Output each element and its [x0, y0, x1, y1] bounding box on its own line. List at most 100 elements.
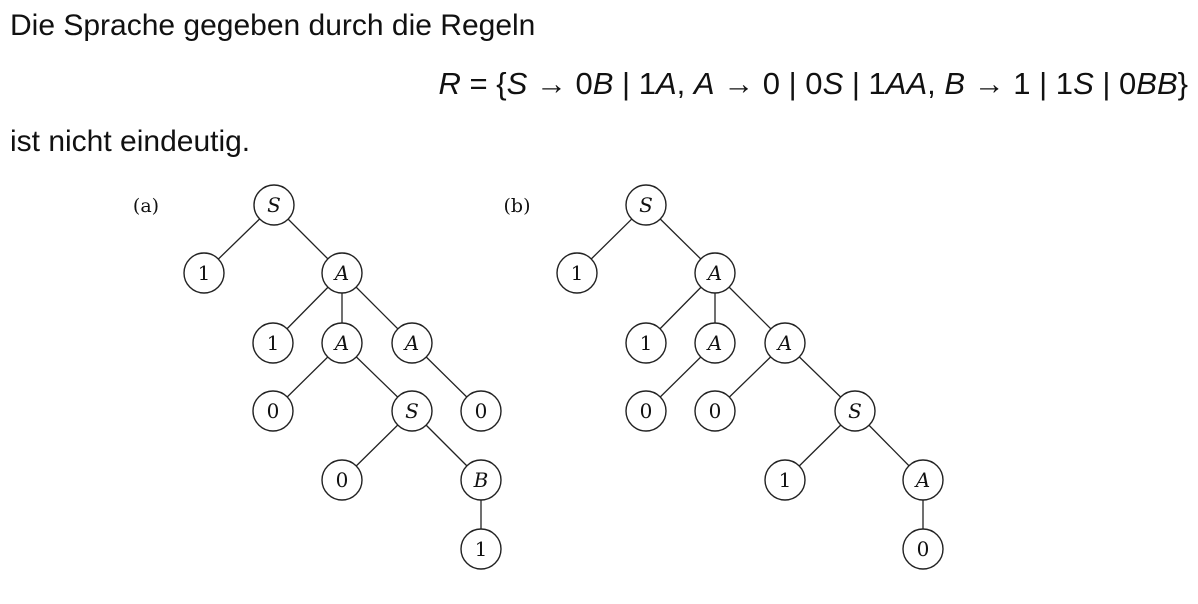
- node-circle: [252, 390, 294, 432]
- node-circle: [321, 459, 363, 501]
- formula-variable: S: [506, 66, 528, 101]
- node-label: 1: [640, 331, 653, 355]
- node-label: 1: [475, 537, 488, 561]
- nonterminal-node: A: [694, 322, 736, 364]
- node-circle: [834, 390, 876, 432]
- nonterminal-node: A: [321, 252, 363, 294]
- node-circle: [764, 322, 806, 364]
- node-label: A: [403, 331, 419, 355]
- conclusion-text: ist nicht eindeutig.: [10, 125, 251, 158]
- nonterminal-node: A: [764, 322, 806, 364]
- node-circle: [391, 390, 433, 432]
- formula-variable: B: [592, 66, 614, 101]
- nonterminal-node: A: [321, 322, 363, 364]
- formula-symbol: → 1 | 1: [965, 66, 1074, 101]
- grammar-rules-formula: R = {S → 0B | 1A, A → 0 | 0S | 1AA, B → …: [439, 62, 1189, 106]
- formula-variable: AA: [885, 66, 928, 101]
- formula-symbol: }: [1177, 66, 1188, 101]
- node-label: 1: [571, 261, 584, 285]
- node-label: S: [267, 193, 281, 217]
- terminal-node: 1: [764, 459, 806, 501]
- node-circle: [694, 252, 736, 294]
- node-label: S: [848, 399, 862, 423]
- formula-variable: S: [822, 66, 844, 101]
- node-circle: [694, 390, 736, 432]
- formula-symbol: ,: [676, 66, 694, 101]
- formula-symbol: ,: [927, 66, 945, 101]
- formula-symbol: | 1: [843, 66, 886, 101]
- node-label: 1: [198, 261, 211, 285]
- node-circle: [625, 184, 667, 226]
- nonterminal-node: B: [460, 459, 502, 501]
- node-label: 1: [267, 331, 280, 355]
- nonterminal-node: S: [834, 390, 876, 432]
- terminal-node: 1: [625, 322, 667, 364]
- formula-variable: B: [944, 66, 966, 101]
- terminal-node: 0: [460, 390, 502, 432]
- terminal-node: 0: [694, 390, 736, 432]
- node-label: A: [706, 331, 722, 355]
- node-circle: [460, 390, 502, 432]
- node-circle: [902, 459, 944, 501]
- terminal-node: 1: [556, 252, 598, 294]
- nonterminal-node: S: [253, 184, 295, 226]
- node-circle: [625, 322, 667, 364]
- formula-symbol: | 0: [1093, 66, 1137, 101]
- node-label: B: [473, 468, 489, 492]
- terminal-node: 1: [252, 322, 294, 364]
- node-label: S: [405, 399, 419, 423]
- node-circle: [183, 252, 225, 294]
- node-label: A: [776, 331, 792, 355]
- terminal-node: 1: [183, 252, 225, 294]
- node-circle: [321, 322, 363, 364]
- node-circle: [764, 459, 806, 501]
- intro-text: Die Sprache gegeben durch die Regeln: [10, 9, 536, 42]
- terminal-node: 1: [460, 528, 502, 570]
- formula-variable: A: [655, 66, 677, 101]
- node-circle: [556, 252, 598, 294]
- node-circle: [460, 459, 502, 501]
- node-label: 0: [267, 399, 280, 423]
- node-label: 0: [640, 399, 653, 423]
- formula-variable: A: [693, 66, 715, 101]
- node-label: A: [333, 331, 349, 355]
- node-circle: [694, 322, 736, 364]
- formula-variable: R: [438, 66, 461, 101]
- nonterminal-node: S: [625, 184, 667, 226]
- formula-variable: BB: [1136, 66, 1178, 101]
- terminal-node: 0: [252, 390, 294, 432]
- node-circle: [321, 252, 363, 294]
- formula-symbol: | 1: [613, 66, 656, 101]
- node-circle: [902, 528, 944, 570]
- formula-symbol: → 0: [527, 66, 593, 101]
- node-label: 1: [779, 468, 792, 492]
- nonterminal-node: A: [391, 322, 433, 364]
- node-label: A: [333, 261, 349, 285]
- tree-label: (a): [133, 195, 159, 217]
- formula-symbol: = {: [460, 66, 507, 101]
- tree-label: (b): [504, 195, 531, 217]
- node-label: A: [706, 261, 722, 285]
- node-circle: [625, 390, 667, 432]
- formula-variable: S: [1073, 66, 1094, 101]
- nonterminal-node: S: [391, 390, 433, 432]
- nonterminal-node: A: [902, 459, 944, 501]
- node-label: 0: [336, 468, 349, 492]
- node-circle: [252, 322, 294, 364]
- node-label: 0: [917, 537, 930, 561]
- node-label: A: [914, 468, 930, 492]
- node-label: S: [639, 193, 653, 217]
- terminal-node: 0: [902, 528, 944, 570]
- node-label: 0: [475, 399, 488, 423]
- node-circle: [253, 184, 295, 226]
- nonterminal-node: A: [694, 252, 736, 294]
- node-label: 0: [709, 399, 722, 423]
- terminal-node: 0: [321, 459, 363, 501]
- node-circle: [391, 322, 433, 364]
- node-circle: [460, 528, 502, 570]
- formula-symbol: → 0 | 0: [714, 66, 823, 101]
- terminal-node: 0: [625, 390, 667, 432]
